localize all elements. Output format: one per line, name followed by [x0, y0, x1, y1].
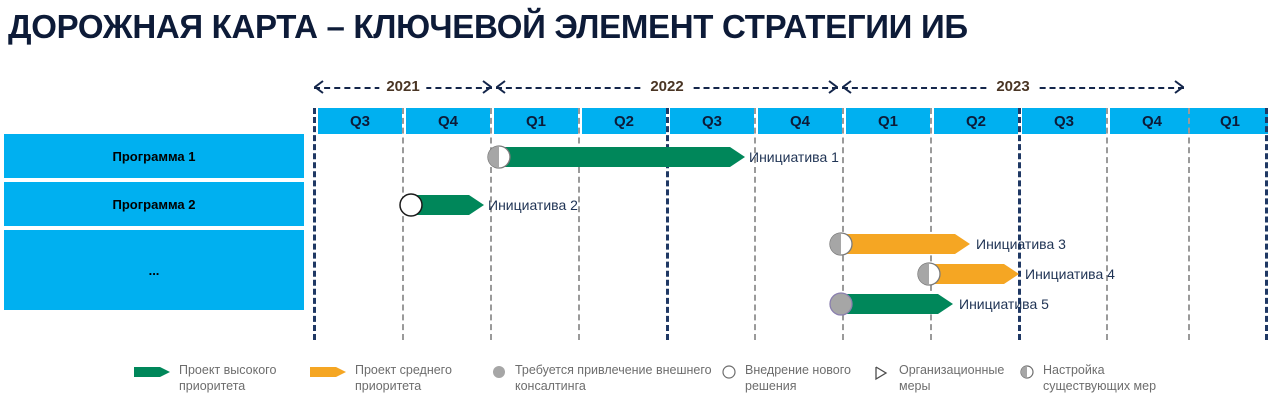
quarter-cell-2022-q1[interactable]: Q1	[494, 108, 578, 134]
legend-item-medium-priority[interactable]: Проект среднего приоритета	[310, 362, 452, 394]
initiative-bar-3[interactable]	[847, 231, 970, 257]
orange-arrow-icon	[310, 365, 346, 379]
initiative-label-5: Инициатива 5	[959, 296, 1049, 312]
half-filled-circle-icon	[1020, 365, 1034, 379]
gridline-2023-q2	[930, 108, 932, 340]
gridline-2024-q1	[1188, 108, 1190, 340]
quarter-cell-2024-q1[interactable]: Q1	[1192, 108, 1268, 134]
legend-label-high-priority: Проект высокого приоритета	[179, 363, 277, 393]
initiative-marker-1-half-filled-circle[interactable]	[486, 144, 512, 170]
page-title: ДОРОЖНАЯ КАРТА – КЛЮЧЕВОЙ ЭЛЕМЕНТ СТРАТЕ…	[8, 8, 968, 45]
gridline-2022-q3	[666, 108, 669, 340]
arrow-left-icon	[842, 79, 852, 95]
arrow-right-icon	[828, 79, 838, 95]
green-arrow-icon	[134, 365, 170, 379]
initiative-bar-4[interactable]	[935, 261, 1019, 287]
legend-label-organizational-measures: Организационные меры	[899, 363, 1005, 393]
quarter-cell-2021-q3[interactable]: Q3	[318, 108, 402, 134]
year-label-2021: 2021	[379, 76, 427, 98]
gridline-2022-q4	[754, 108, 756, 340]
year-band-2021: 2021	[314, 76, 492, 98]
arrow-left-icon	[314, 79, 324, 95]
gridline-end	[1265, 108, 1268, 340]
quarter-cell-2023-q1[interactable]: Q1	[846, 108, 930, 134]
program-box-1[interactable]: Программа 1	[4, 134, 304, 178]
year-band-2023: 2023	[842, 76, 1184, 98]
filled-circle-icon	[492, 365, 506, 379]
legend-item-organizational-measures[interactable]: Организационные меры	[874, 362, 1004, 394]
gridline-2021-q4	[402, 108, 404, 340]
legend-label-new-solution: Внедрение нового решения	[745, 363, 851, 393]
initiative-marker-5-filled-circle[interactable]	[828, 291, 854, 317]
program-box-3[interactable]: ...	[4, 230, 304, 310]
gridline-2023-q3	[1018, 108, 1021, 340]
quarter-cell-2023-q3[interactable]: Q3	[1022, 108, 1106, 134]
initiative-label-4: Инициатива 4	[1025, 266, 1115, 282]
legend-item-high-priority[interactable]: Проект высокого приоритета	[134, 362, 276, 394]
initiative-label-3: Инициатива 3	[976, 236, 1066, 252]
year-band-2022: 2022	[496, 76, 838, 98]
initiative-bar-1[interactable]	[495, 144, 745, 170]
initiative-label-1: Инициатива 1	[749, 149, 839, 165]
initiative-marker-4-half-filled-circle[interactable]	[916, 261, 942, 287]
program-box-2[interactable]: Программа 2	[4, 182, 304, 226]
outline-arrow-icon	[874, 365, 890, 381]
legend-label-external-consulting: Требуется привлечение внешнего консалтин…	[515, 363, 712, 393]
quarter-cell-2022-q2[interactable]: Q2	[582, 108, 666, 134]
legend-item-new-solution[interactable]: Внедрение нового решения	[722, 362, 851, 394]
quarter-cell-2021-q4[interactable]: Q4	[406, 108, 490, 134]
initiative-label-2: Инициатива 2	[488, 197, 578, 213]
arrow-left-icon	[496, 79, 506, 95]
gridline-2023-q1	[842, 108, 844, 340]
quarter-cell-2023-q2[interactable]: Q2	[934, 108, 1018, 134]
arrow-right-icon	[482, 79, 492, 95]
initiative-bar-5[interactable]	[847, 291, 953, 317]
initiative-marker-2-hollow-circle[interactable]	[398, 192, 424, 218]
year-label-2023: 2023	[989, 76, 1037, 98]
quarter-cell-2023-q4[interactable]: Q4	[1110, 108, 1194, 134]
legend-label-medium-priority: Проект среднего приоритета	[355, 363, 452, 393]
year-label-2022: 2022	[643, 76, 691, 98]
gridline-2023-q4	[1106, 108, 1108, 340]
initiative-marker-3-half-filled-circle[interactable]	[828, 231, 854, 257]
legend-item-external-consulting[interactable]: Требуется привлечение внешнего консалтин…	[492, 362, 712, 394]
gridline-2022-q1	[490, 108, 492, 340]
arrow-right-icon	[1174, 79, 1184, 95]
legend-item-existing-measures-tuning[interactable]: Настройка существующих мер	[1020, 362, 1156, 394]
hollow-circle-icon	[722, 365, 736, 379]
legend-label-existing-measures-tuning: Настройка существующих мер	[1043, 363, 1157, 393]
gridline-2022-q2	[578, 108, 580, 340]
quarter-cell-2022-q3[interactable]: Q3	[670, 108, 754, 134]
initiative-bar-2[interactable]	[407, 192, 484, 218]
quarter-cell-2022-q4[interactable]: Q4	[758, 108, 842, 134]
gridline-start	[313, 108, 316, 340]
